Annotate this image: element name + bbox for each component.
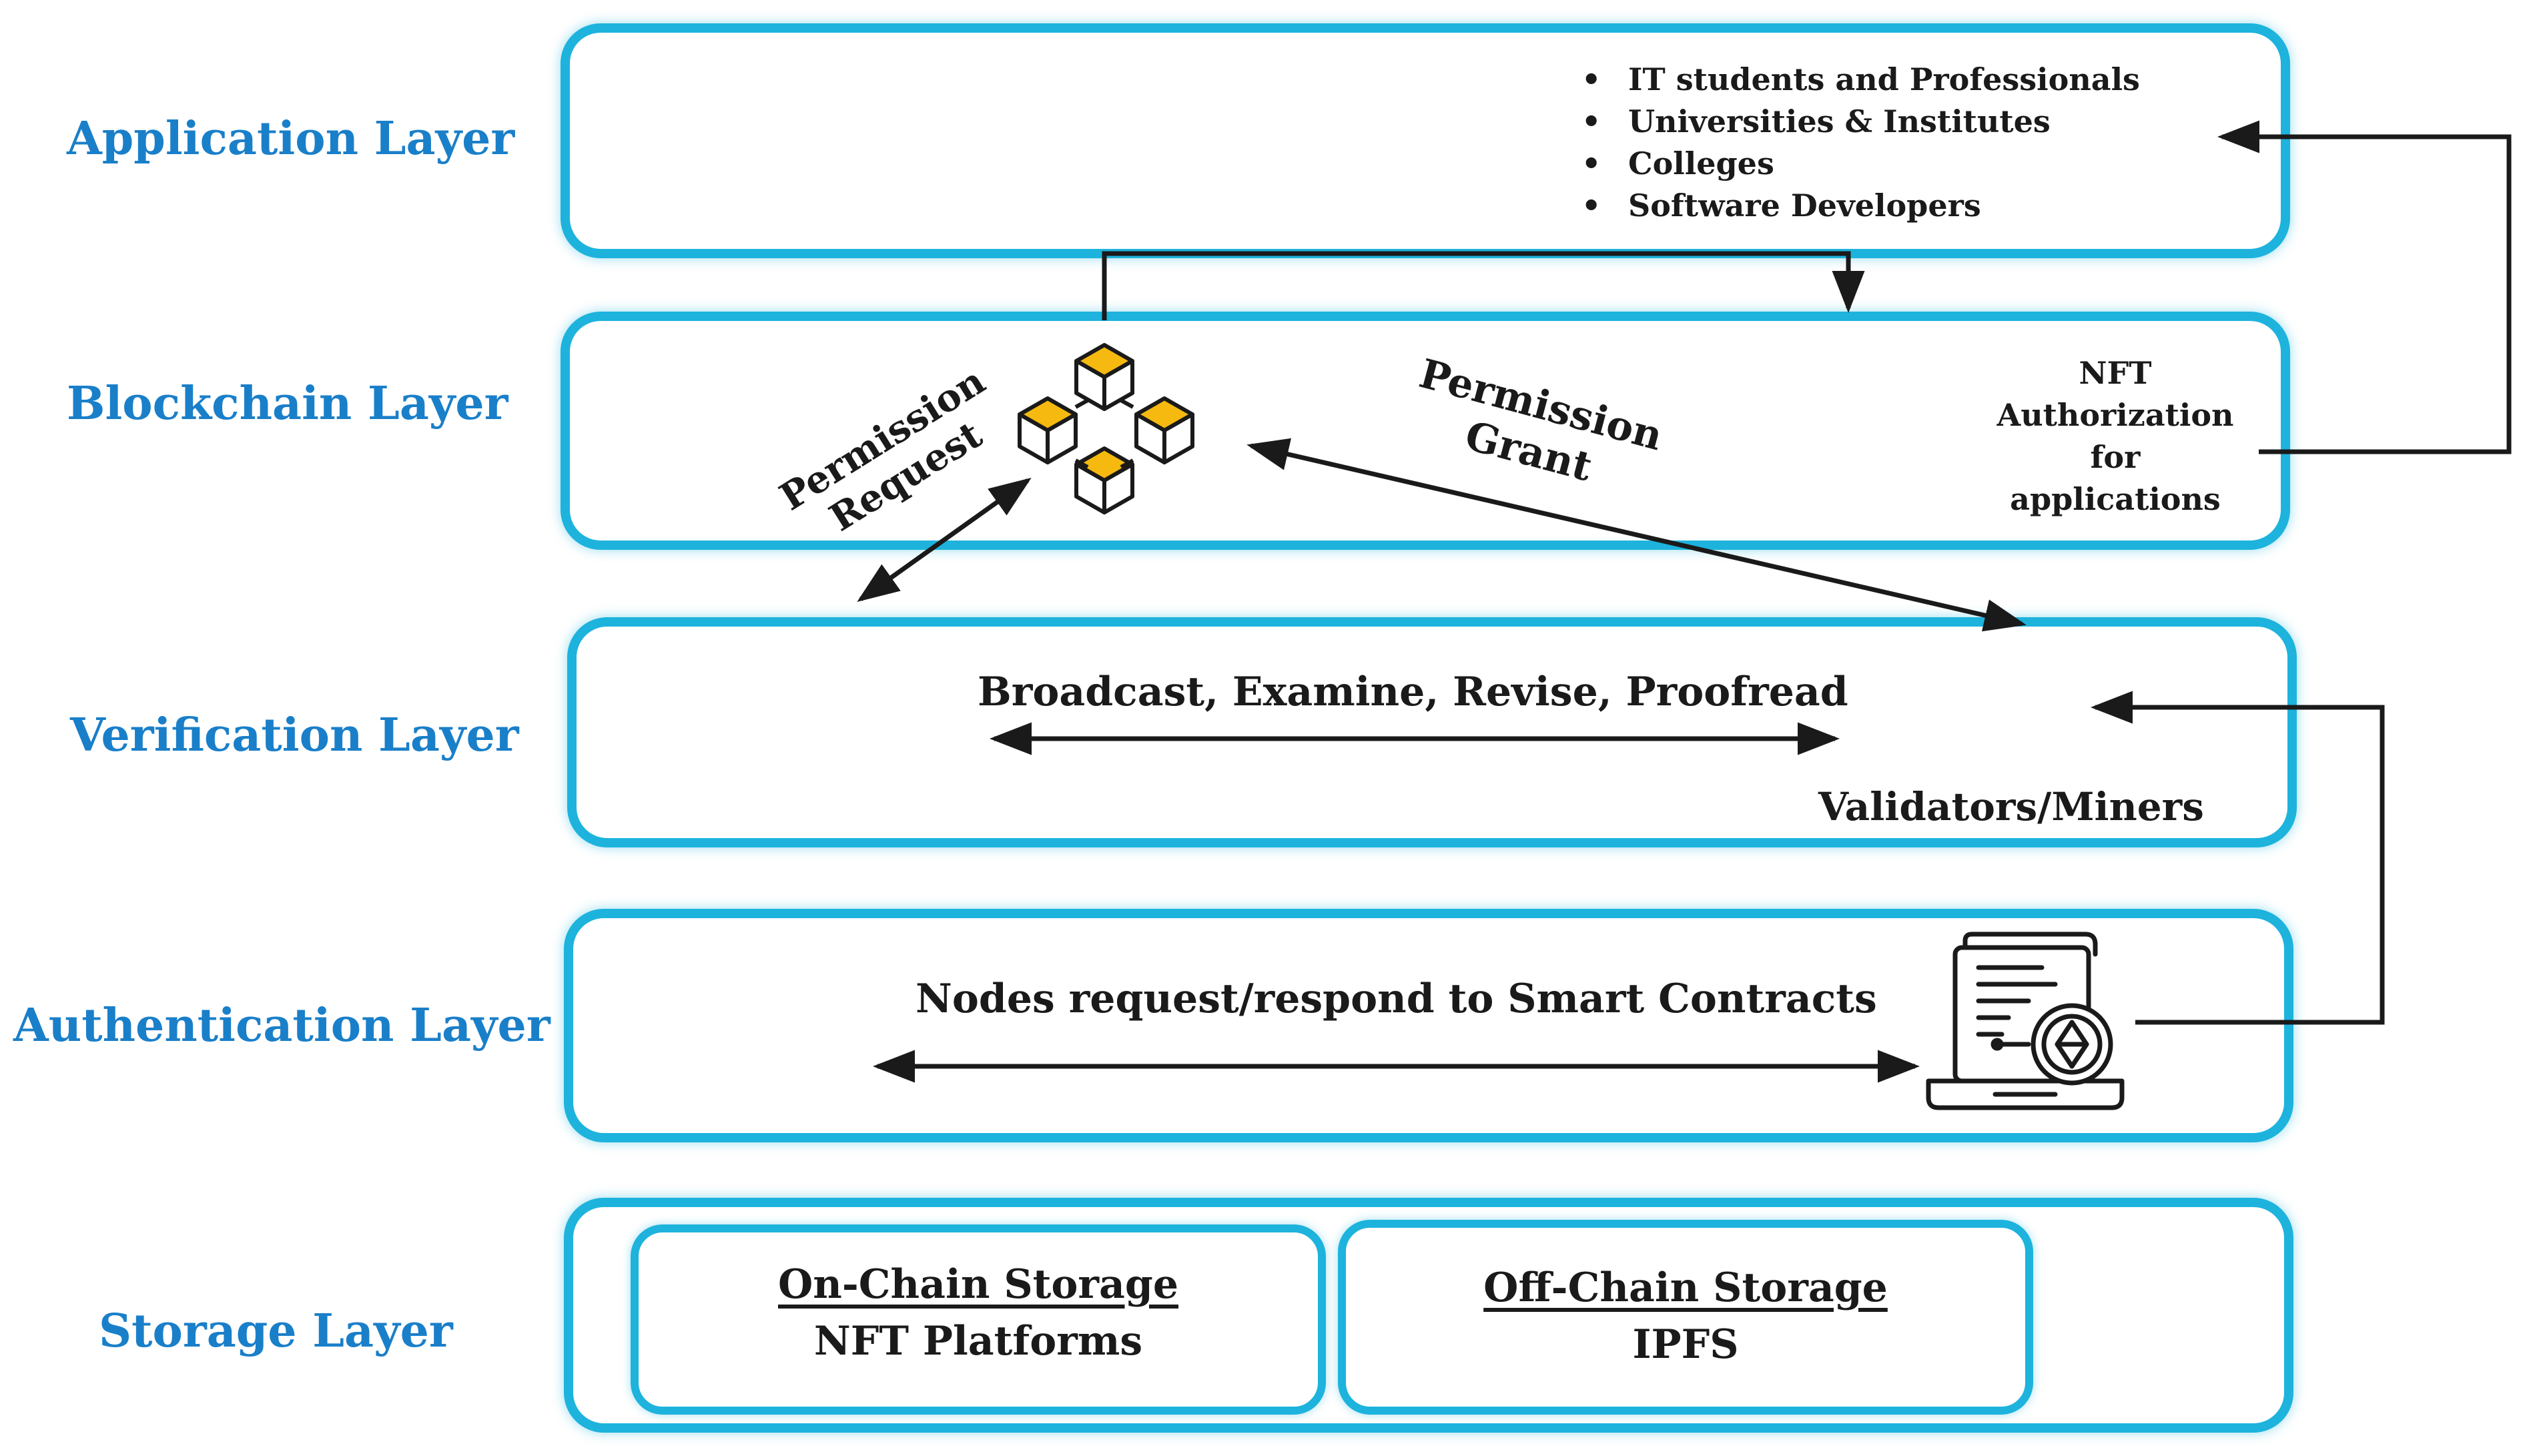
smart-contract-nodes-label: Nodes request/respond to Smart Contracts — [916, 976, 1877, 1022]
list-item: Software Developers — [1581, 185, 2140, 227]
nft-auth-line3: for — [2090, 439, 2141, 475]
nft-auth-line1: NFT — [2079, 355, 2152, 391]
nft-auth-line4: applications — [2010, 481, 2221, 517]
verification-actions-label: Broadcast, Examine, Revise, Proofread — [978, 669, 1848, 715]
list-item: Colleges — [1581, 143, 2140, 185]
nft-auth-line2: Authorization — [1997, 397, 2234, 433]
list-item: IT students and Professionals — [1581, 59, 2140, 101]
storage-layer-label: Storage Layer — [99, 1305, 453, 1358]
smart-contract-laptop-icon — [1926, 932, 2125, 1110]
validators-miners-label: Validators/Miners — [1818, 784, 2204, 829]
off-chain-storage-title: Off-Chain Storage — [1483, 1264, 1888, 1311]
nft-authorization-label: NFT Authorization for applications — [1975, 352, 2255, 520]
blockchain-layer-label: Blockchain Layer — [67, 377, 508, 430]
application-user-list: IT students and Professionals Universiti… — [1581, 59, 2140, 227]
verification-layer-label: Verification Layer — [70, 709, 519, 762]
on-chain-storage-box — [631, 1224, 1326, 1415]
authentication-layer-label: Authentication Layer — [13, 999, 551, 1052]
list-item: Universities & Institutes — [1581, 101, 2140, 143]
blockchain-cubes-icon — [1018, 343, 1194, 514]
on-chain-storage-title: On-Chain Storage — [777, 1261, 1179, 1308]
off-chain-storage-subtitle: IPFS — [1632, 1321, 1739, 1368]
application-layer-label: Application Layer — [67, 112, 515, 165]
off-chain-storage-box — [1338, 1220, 2033, 1415]
on-chain-storage-subtitle: NFT Platforms — [813, 1318, 1143, 1365]
